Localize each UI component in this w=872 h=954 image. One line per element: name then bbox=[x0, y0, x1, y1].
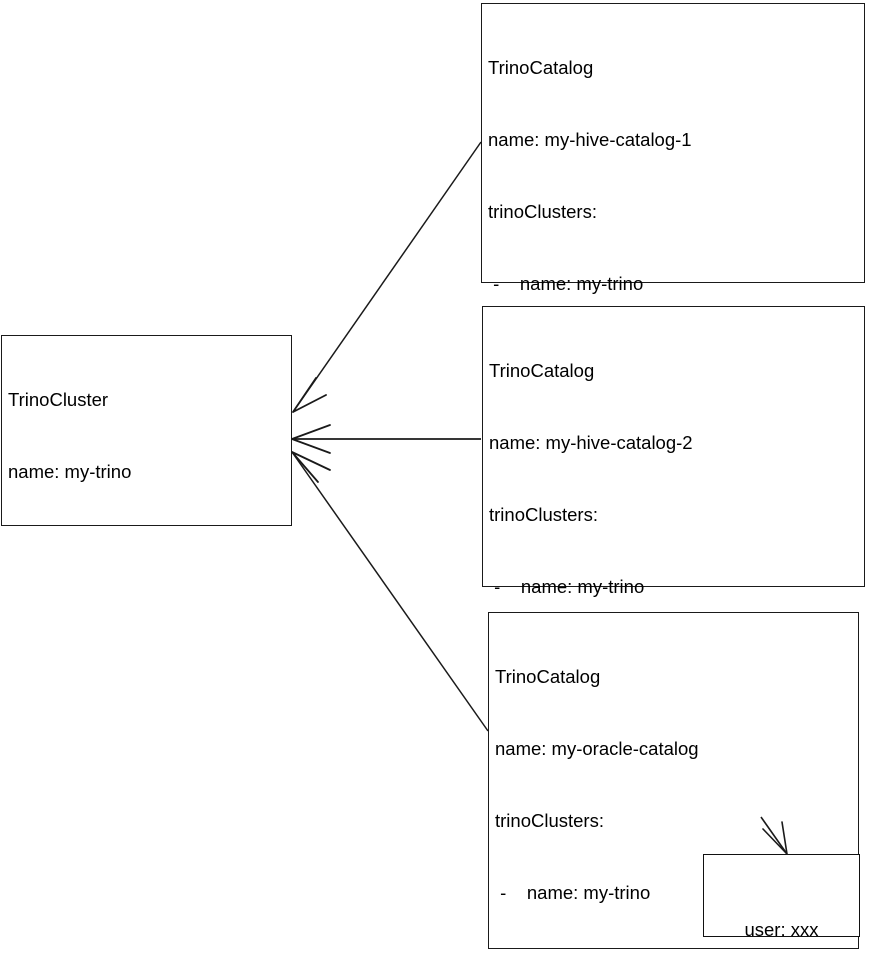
node-trino-catalog-hive-1[interactable]: TrinoCatalog name: my-hive-catalog-1 tri… bbox=[481, 3, 865, 654]
edge-hive-catalog-1-to-cluster bbox=[292, 141, 482, 413]
node-trino-cluster-text: TrinoCluster name: my-trino bbox=[8, 340, 289, 532]
text-line: name: my-oracle-catalog bbox=[495, 738, 699, 759]
text-line: TrinoCluster bbox=[8, 389, 109, 410]
text-line: - name: my-trino bbox=[495, 882, 651, 903]
node-trino-catalog-oracle-text: TrinoCatalog name: my-oracle-catalog tri… bbox=[495, 617, 856, 954]
text-line: TrinoCatalog bbox=[488, 57, 594, 78]
text-line: name: my-hive-catalog-2 bbox=[489, 432, 693, 453]
node-oracle-credentials-secret[interactable]: user: xxx password: xxx bbox=[703, 854, 860, 940]
node-trino-cluster[interactable]: TrinoCluster name: my-trino bbox=[1, 335, 292, 526]
edge-hive-catalog-2-to-cluster bbox=[291, 424, 481, 454]
text-line: trinoClusters: bbox=[489, 504, 598, 525]
text-line: user: xxx bbox=[744, 919, 819, 940]
text-line: TrinoCatalog bbox=[489, 360, 595, 381]
text-line: name: my-hive-catalog-1 bbox=[488, 129, 692, 150]
node-trino-catalog-hive-2[interactable]: TrinoCatalog name: my-hive-catalog-2 tri… bbox=[482, 306, 865, 885]
text-line: name: my-trino bbox=[8, 461, 132, 482]
text-line: - name: my-trino bbox=[488, 273, 644, 294]
text-line: trinoClusters: bbox=[488, 201, 597, 222]
edge-oracle-catalog-to-cluster bbox=[291, 451, 489, 732]
text-line: - name: my-trino bbox=[489, 576, 645, 597]
text-line: trinoClusters: bbox=[495, 810, 604, 831]
text-line: TrinoCatalog bbox=[495, 666, 601, 687]
node-trino-catalog-oracle[interactable]: TrinoCatalog name: my-oracle-catalog tri… bbox=[488, 612, 860, 949]
node-oracle-credentials-secret-text: user: xxx password: xxx bbox=[704, 867, 859, 954]
